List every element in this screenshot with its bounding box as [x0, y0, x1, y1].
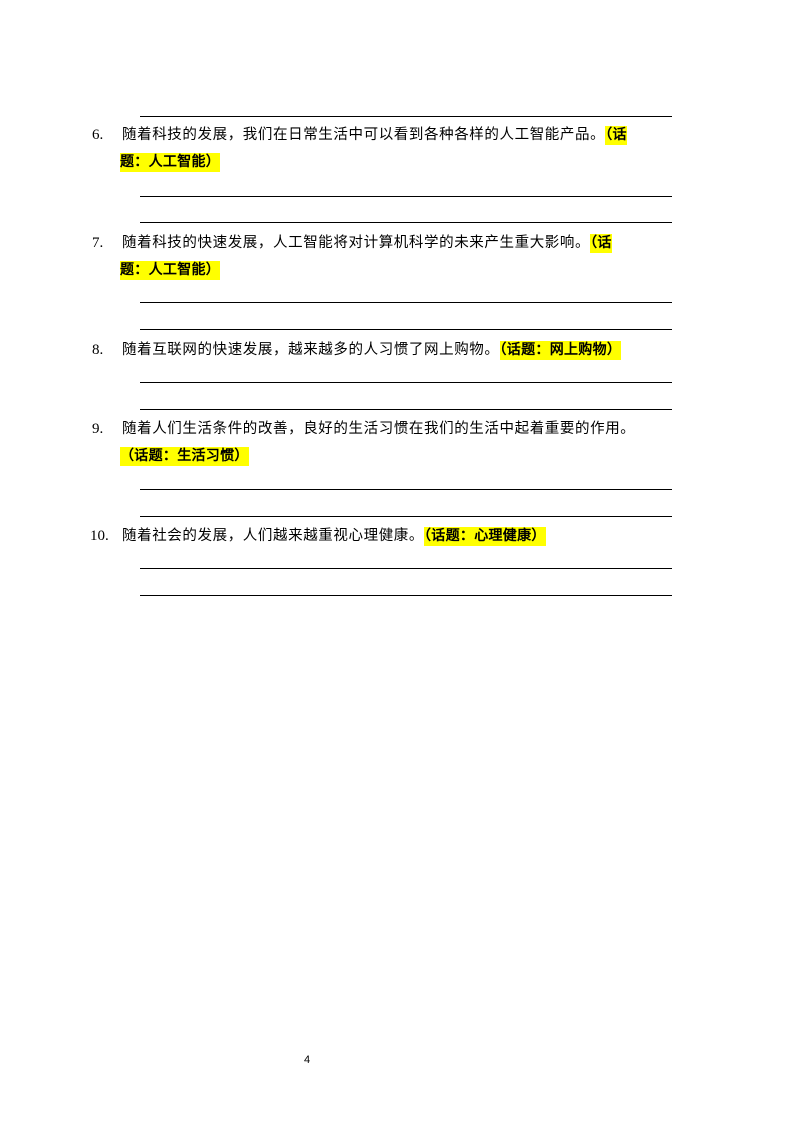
question-text-continued: 题：人工智能） — [120, 152, 221, 172]
topic-highlight: （话题：生活习惯） — [120, 447, 249, 466]
topic-highlight: （话 — [590, 234, 612, 253]
answer-line — [140, 329, 672, 330]
answer-line — [140, 489, 672, 490]
question-text: 随着人们生活条件的改善，良好的生活习惯在我们的生活中起着重要的作用。 — [122, 419, 635, 439]
question-text: 随着社会的发展，人们越来越重视心理健康。（话题：心理健康） — [122, 526, 546, 546]
question-number: 9. — [92, 421, 104, 437]
question-number: 7. — [92, 235, 104, 251]
answer-line — [140, 516, 672, 517]
answer-line — [140, 116, 672, 117]
question-number: 8. — [92, 342, 104, 358]
answer-line — [140, 222, 672, 223]
question-text-continued: （话题：生活习惯） — [120, 446, 249, 466]
question-text: 随着科技的发展，我们在日常生活中可以看到各种各样的人工智能产品。（话 — [122, 125, 627, 145]
topic-highlight: （话题：心理健康） — [424, 527, 546, 546]
prompt-text: 随着科技的发展，我们在日常生活中可以看到各种各样的人工智能产品。 — [122, 127, 606, 143]
page-number: 4 — [303, 1054, 311, 1066]
question-text: 随着科技的快速发展，人工智能将对计算机科学的未来产生重大影响。（话 — [122, 233, 612, 253]
question-text: 随着互联网的快速发展，越来越多的人习惯了网上购物。（话题：网上购物） — [122, 340, 622, 360]
topic-highlight: 题：人工智能） — [120, 261, 221, 280]
topic-highlight: 题：人工智能） — [120, 153, 221, 172]
question-number: 6. — [92, 127, 104, 143]
answer-line — [140, 382, 672, 383]
answer-line — [140, 568, 672, 569]
prompt-text: 随着科技的快速发展，人工智能将对计算机科学的未来产生重大影响。 — [122, 235, 591, 251]
topic-highlight: （话 — [605, 126, 627, 145]
topic-highlight: （话题：网上购物） — [499, 341, 622, 360]
question-number: 10. — [90, 528, 109, 544]
question-text-continued: 题：人工智能） — [120, 260, 221, 280]
answer-line — [140, 409, 672, 410]
answer-line — [140, 196, 672, 197]
prompt-text: 随着人们生活条件的改善，良好的生活习惯在我们的生活中起着重要的作用。 — [122, 421, 636, 437]
prompt-text: 随着互联网的快速发展，越来越多的人习惯了网上购物。 — [122, 342, 500, 358]
answer-line — [140, 302, 672, 303]
prompt-text: 随着社会的发展，人们越来越重视心理健康。 — [122, 528, 424, 544]
answer-line — [140, 595, 672, 596]
